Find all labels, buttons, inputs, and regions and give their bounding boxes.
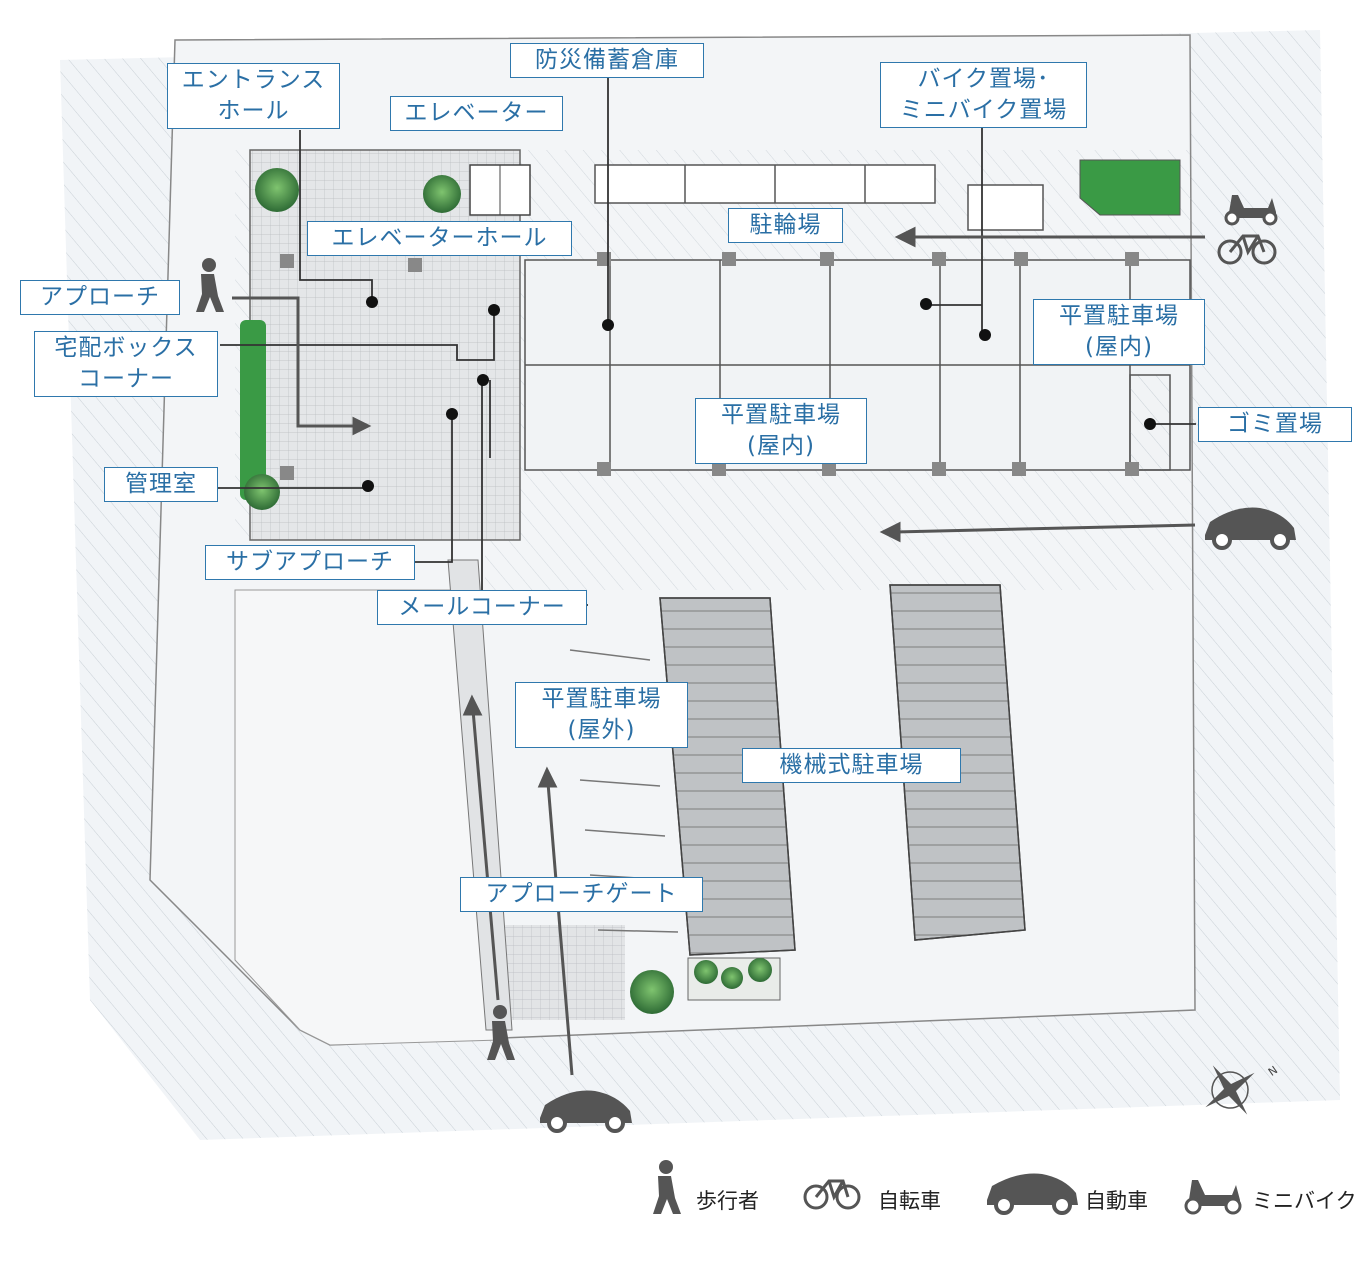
tree: [423, 175, 461, 213]
label-mail-corner: メールコーナー: [377, 590, 587, 625]
legend-label-bicycle: 自転車: [878, 1189, 941, 1213]
legend-pedestrian-icon: [653, 1160, 681, 1214]
label-garbage: ゴミ置場: [1198, 407, 1352, 442]
leader-dots: [362, 296, 1156, 492]
legend-bicycle-icon: [803, 1179, 861, 1210]
bicycle-icon: [1217, 234, 1277, 265]
label-entrance-hall: エントランス ホール: [167, 63, 340, 129]
legend-car-icon: [987, 1173, 1078, 1215]
label-delivery-box: 宅配ボックス コーナー: [34, 331, 218, 397]
planter-top-right: [1079, 159, 1181, 216]
label-line: 宅配ボックス: [54, 335, 198, 361]
label-mechanical-parking: 機械式駐車場: [742, 748, 961, 783]
legend-label-car: 自動車: [1085, 1189, 1148, 1213]
legend-label-scooter: ミニバイク: [1252, 1189, 1357, 1213]
tree: [630, 970, 674, 1014]
label-line: エントランス: [181, 67, 326, 93]
label-line: 平置駐車場: [721, 402, 841, 428]
label-line: バイク置場･: [917, 66, 1050, 92]
route-arrows: [232, 226, 1205, 1076]
label-elevator: エレベーター: [390, 96, 563, 131]
label-line: (屋外): [567, 717, 636, 743]
legend-scooter-icon: [1184, 1180, 1242, 1215]
car-icon: [1205, 507, 1296, 550]
pedestrian-icon: [487, 1005, 515, 1060]
label-line: 平置駐車場: [541, 686, 662, 712]
label-line: コーナー: [78, 366, 174, 392]
planter-left: [240, 320, 266, 500]
label-sub-approach: サブアプローチ: [205, 545, 415, 580]
label-elevator-hall: エレベーターホール: [307, 221, 572, 256]
label-indoor-parking-right: 平置駐車場 (屋内): [1033, 299, 1205, 365]
legend-label-pedestrian: 歩行者: [696, 1189, 759, 1213]
label-line: ミニバイク置場: [899, 97, 1068, 123]
label-line: (屋内): [1085, 334, 1153, 360]
label-approach-gate: アプローチゲート: [460, 877, 703, 912]
label-management-office: 管理室: [104, 467, 218, 502]
car-icon: [540, 1090, 632, 1133]
scooter-icon: [1224, 195, 1278, 226]
label-indoor-parking-center: 平置駐車場 (屋内): [695, 398, 867, 464]
label-outdoor-parking: 平置駐車場 (屋外): [515, 682, 688, 748]
compass-icon: [1205, 1065, 1255, 1115]
label-line: (屋内): [747, 433, 815, 459]
label-bicycle-parking: 駐輪場: [728, 208, 843, 243]
label-disaster-storage: 防災備蓄倉庫: [510, 43, 704, 78]
pedestrian-icon: [196, 258, 224, 312]
label-line: ホール: [217, 98, 290, 124]
label-line: 平置駐車場: [1059, 303, 1179, 329]
label-approach: アプローチ: [20, 280, 180, 315]
tree: [255, 168, 299, 212]
label-bike-parking: バイク置場･ ミニバイク置場: [880, 62, 1087, 128]
tree: [244, 474, 280, 510]
mechanical-parking: [659, 584, 1026, 956]
